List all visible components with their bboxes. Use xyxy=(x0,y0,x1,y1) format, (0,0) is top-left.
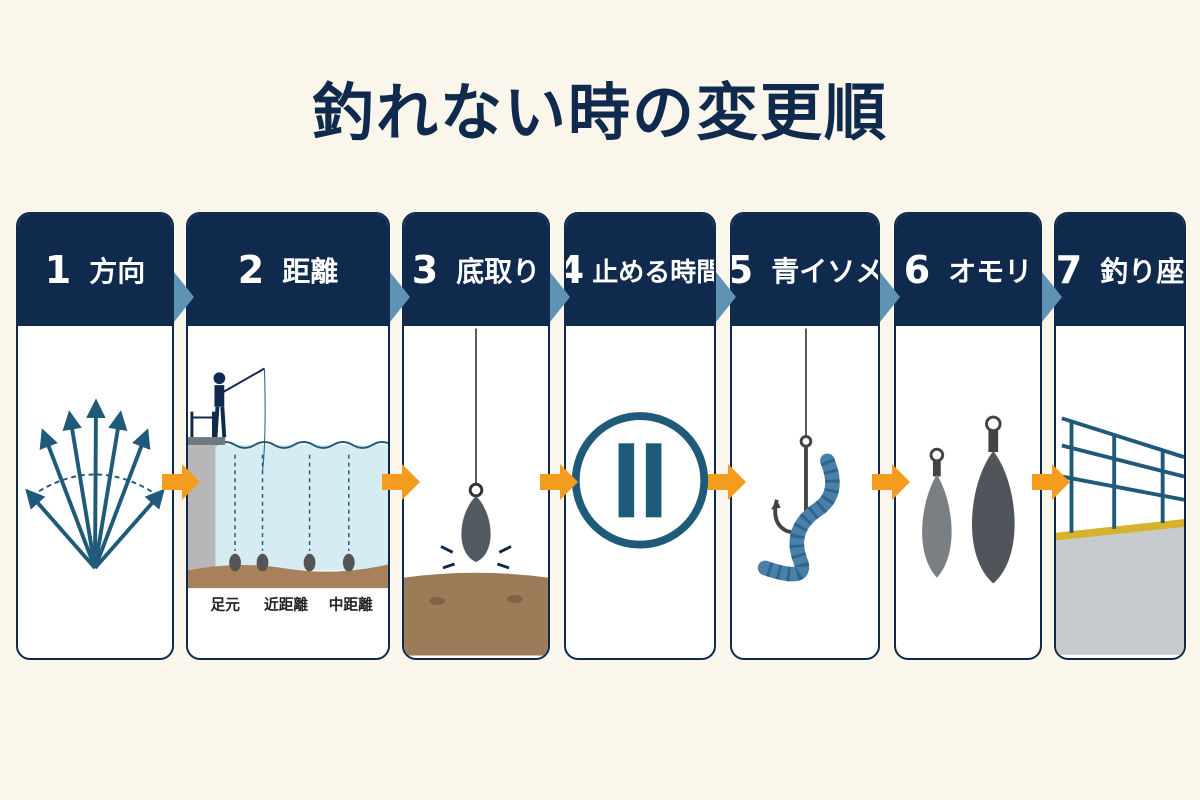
distance-label-medium: 中距離 xyxy=(329,596,373,614)
step-label: 釣り座 xyxy=(1100,255,1185,288)
step-header: 4 止める時間 xyxy=(566,214,714,326)
step-header: 5 青イソメ xyxy=(732,214,878,326)
step-number: 7 xyxy=(1055,248,1083,292)
step-illustration xyxy=(566,326,714,658)
fishing-distance-icon: 足元 近距離 中距離 xyxy=(188,367,388,614)
step-label: 距離 xyxy=(282,255,339,288)
orange-arrow-right-icon xyxy=(540,464,578,500)
step-number: 2 xyxy=(237,248,265,292)
distance-label-near-feet: 足元 xyxy=(211,597,241,614)
step-number: 1 xyxy=(44,248,72,292)
sinker-on-bottom-icon xyxy=(404,328,548,656)
step-number: 4 xyxy=(566,248,584,292)
step-label: 底取り xyxy=(456,255,541,288)
step-label: 止める時間 xyxy=(592,257,716,288)
chevron-right-icon xyxy=(174,272,194,322)
orange-arrow-right-icon xyxy=(708,464,746,500)
step-illustration xyxy=(404,326,548,658)
step-number: 5 xyxy=(732,248,753,292)
orange-arrow-right-icon xyxy=(872,464,910,500)
step-header: 6 オモリ xyxy=(896,214,1040,326)
chevron-right-icon xyxy=(880,272,900,322)
step-illustration xyxy=(1056,326,1184,658)
step-illustration xyxy=(896,326,1040,658)
orange-arrow-right-icon xyxy=(382,464,420,500)
step-label: 方向 xyxy=(89,255,146,288)
step-number: 6 xyxy=(903,248,931,292)
orange-arrow-right-icon xyxy=(1032,464,1070,500)
fan-arrows-icon xyxy=(25,398,165,570)
distance-label-short: 近距離 xyxy=(264,596,308,614)
chevron-right-icon xyxy=(716,272,736,322)
page-title: 釣れない時の変更順 xyxy=(311,76,888,149)
chevron-right-icon xyxy=(390,272,410,322)
step-number: 3 xyxy=(411,248,439,292)
step-illustration xyxy=(732,326,878,658)
step-card-sinker: 6 オモリ xyxy=(894,212,1042,660)
step-header: 3 底取り xyxy=(404,214,548,326)
step-illustration xyxy=(18,326,172,658)
orange-arrow-right-icon xyxy=(162,464,200,500)
step-header: 1 方向 xyxy=(18,214,172,326)
worm-on-hook-icon xyxy=(757,328,840,582)
step-card-distance: 2 距離 xyxy=(186,212,390,660)
chevron-right-icon xyxy=(550,272,570,322)
step-illustration: 足元 近距離 中距離 xyxy=(188,326,388,658)
step-header: 7 釣り座 xyxy=(1056,214,1184,326)
step-header: 2 距離 xyxy=(188,214,388,326)
two-sinkers-icon xyxy=(922,415,1015,584)
chevron-right-icon xyxy=(1042,272,1062,322)
pier-railing-icon xyxy=(1056,416,1184,655)
step-card-bottom: 3 底取り xyxy=(402,212,550,660)
step-label: オモリ xyxy=(948,255,1033,288)
step-card-pause-time: 4 止める時間 xyxy=(564,212,716,660)
step-card-spot: 7 釣り座 xyxy=(1054,212,1186,660)
step-card-direction: 1 方向 xyxy=(16,212,174,660)
pause-icon xyxy=(571,412,709,549)
step-card-worm: 5 青イソメ xyxy=(730,212,880,660)
step-label: 青イソメ xyxy=(771,255,880,288)
